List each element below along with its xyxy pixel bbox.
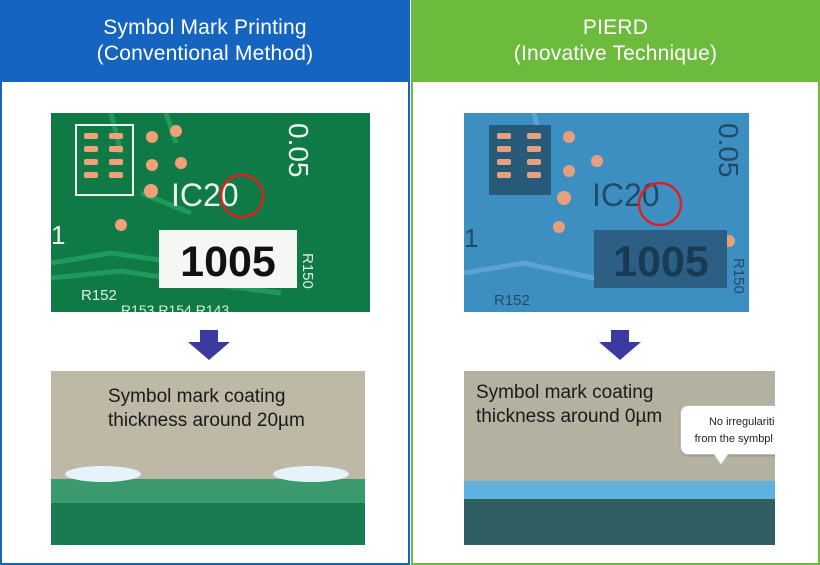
conventional-subtitle: (Conventional Method): [96, 42, 314, 65]
pierd-dim-label: 0.05: [713, 123, 744, 178]
pierd-pcb-photo: 1005 IC20 0.05 R152 R150 1: [464, 113, 749, 312]
no-irregularities-note: No irregularities from the symbpl mark: [680, 405, 775, 455]
conventional-r150-label: R150: [299, 253, 316, 289]
pierd-highlight-circle: [637, 181, 683, 227]
pierd-down-arrow: [599, 330, 641, 360]
note-bubble-tail: [714, 454, 728, 464]
pierd-title: PIERD: [582, 16, 649, 39]
conventional-pcb-photo: 1005 IC20 0.05 R152 R150 R153 R154 R143 …: [51, 113, 370, 312]
conventional-cross-section: Symbol mark coating thickness around 20µ…: [51, 371, 365, 545]
conventional-coating-label: Symbol mark coating thickness around 20µ…: [108, 386, 305, 431]
pierd-r150-label: R150: [730, 258, 747, 294]
conventional-title: Symbol Mark Printing: [103, 16, 307, 39]
conventional-value-label: 1005: [180, 238, 276, 286]
conventional-highlight-circle: [219, 173, 265, 219]
conventional-one-label: 1: [51, 220, 65, 250]
conventional-bottom-labels: R153 R154 R143: [121, 302, 229, 312]
conventional-ic-label: IC20: [171, 177, 239, 213]
pierd-ic-label: IC20: [592, 177, 660, 213]
pierd-r152-label: R152: [494, 292, 530, 309]
conventional-r152-label: R152: [81, 287, 117, 304]
pierd-coating-label: Symbol mark coating thickness around 0µm: [476, 382, 663, 427]
conventional-method-panel: Symbol Mark Printing (Conventional Metho…: [0, 0, 410, 565]
conventional-dim-label: 0.05: [283, 123, 314, 178]
pierd-cross-section: Symbol mark coating thickness around 0µm…: [464, 371, 775, 545]
conventional-down-arrow: [188, 330, 230, 360]
conventional-header: Symbol Mark Printing (Conventional Metho…: [0, 0, 410, 82]
pierd-value-label: 1005: [613, 238, 709, 286]
pierd-subtitle: (Inovative Technique): [513, 42, 718, 65]
pierd-panel: PIERD (Inovative Technique) 1005 IC20 0.…: [411, 0, 820, 565]
pierd-one-label: 1: [464, 223, 478, 253]
pierd-header: PIERD (Inovative Technique): [411, 0, 820, 82]
